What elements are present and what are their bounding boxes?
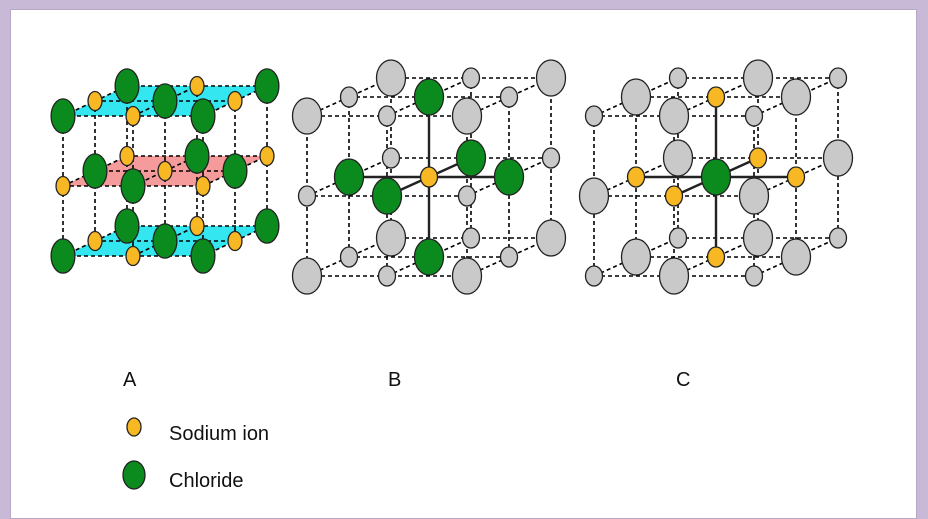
panel-label-c: C: [676, 369, 691, 391]
lattice-ion: [461, 227, 481, 249]
lattice-ion: [461, 67, 481, 89]
lattice-ion: [381, 147, 401, 169]
chloride-icon: [122, 460, 146, 490]
chloride-ion: [254, 208, 280, 244]
panel-label-a: A: [123, 369, 137, 391]
lattice-ion: [584, 265, 604, 287]
lattice-ion: [822, 139, 854, 177]
sodium-ion: [664, 185, 684, 207]
chloride-ion: [333, 158, 365, 196]
lattice-ion: [828, 67, 848, 89]
lattice-ion: [780, 78, 812, 116]
sodium-ion: [119, 145, 135, 167]
lattice-ion: [339, 246, 359, 268]
lattice-ion: [451, 97, 483, 135]
lattice-ion: [578, 177, 610, 215]
lattice-ion: [541, 147, 561, 169]
lattice-ion: [744, 265, 764, 287]
chloride-ion: [82, 153, 108, 189]
sodium-ion: [55, 175, 71, 197]
sodium-ion: [626, 166, 646, 188]
sodium-ion: [157, 160, 173, 182]
ions: [291, 59, 567, 295]
lattice-ion: [780, 238, 812, 276]
lattice-ion: [377, 105, 397, 127]
sodium-ion: [189, 215, 205, 237]
lattice-ion: [662, 139, 694, 177]
legend-chloride-label: Chloride: [169, 470, 244, 492]
panel-label-b: B: [388, 369, 402, 391]
legend-sodium-label: Sodium ion: [169, 423, 270, 445]
sodium-ion: [259, 145, 275, 167]
panel-a-lattice: [50, 68, 280, 274]
sodium-ion: [87, 90, 103, 112]
lattice-ion: [658, 257, 690, 295]
sodium-ion: [786, 166, 806, 188]
lattice-ion: [297, 185, 317, 207]
legend-sodium-swatch: [126, 417, 142, 437]
sodium-ion: [748, 147, 768, 169]
sodium-ion: [87, 230, 103, 252]
chloride-ion: [50, 98, 76, 134]
lattice-ion: [744, 105, 764, 127]
lattice-ion: [620, 238, 652, 276]
chloride-ion: [413, 78, 445, 116]
chloride-ion: [120, 168, 146, 204]
legend-chloride-swatch: [122, 460, 146, 490]
lattice-ion: [535, 59, 567, 97]
chloride-ion: [190, 238, 216, 274]
lattice-ion: [375, 219, 407, 257]
chloride-ion: [190, 98, 216, 134]
nacl-lattice-diagram: [50, 59, 854, 295]
ions: [50, 68, 280, 274]
chloride-ion: [114, 68, 140, 104]
sodium-ion: [189, 75, 205, 97]
chloride-ion: [222, 153, 248, 189]
lattice-ion: [291, 257, 323, 295]
lattice-ion: [535, 219, 567, 257]
chloride-ion: [700, 158, 732, 196]
chloride-ion: [152, 223, 178, 259]
lattice-ion: [620, 78, 652, 116]
sodium-ion: [706, 86, 726, 108]
lattice-ion: [499, 86, 519, 108]
sodium-ion: [419, 166, 439, 188]
chloride-ion: [152, 83, 178, 119]
sodium-ion: [227, 90, 243, 112]
panel-c-lattice: [578, 59, 854, 295]
lattice-ion: [668, 67, 688, 89]
lattice-ion: [457, 185, 477, 207]
lattice-ion: [377, 265, 397, 287]
chloride-ion: [114, 208, 140, 244]
sodium-ion: [195, 175, 211, 197]
chloride-ion: [455, 139, 487, 177]
lattice-ion: [668, 227, 688, 249]
figure-frame: A B C Sodium ion Chloride: [10, 9, 917, 519]
lattice-ion: [828, 227, 848, 249]
chloride-ion: [254, 68, 280, 104]
chloride-ion: [493, 158, 525, 196]
lattice-ion: [499, 246, 519, 268]
lattice-ion: [742, 59, 774, 97]
lattice-ion: [738, 177, 770, 215]
chloride-ion: [413, 238, 445, 276]
sodium-ion: [706, 246, 726, 268]
lattice-ion: [375, 59, 407, 97]
lattice-ion: [339, 86, 359, 108]
lattice-ion: [451, 257, 483, 295]
panel-b-lattice: [291, 59, 567, 295]
chloride-ion: [184, 138, 210, 174]
ions: [578, 59, 854, 295]
lattice-ion: [584, 105, 604, 127]
chloride-ion: [371, 177, 403, 215]
lattice-ion: [742, 219, 774, 257]
sodium-ion: [125, 105, 141, 127]
sodium-icon: [126, 417, 142, 437]
chloride-ion: [50, 238, 76, 274]
sodium-ion: [125, 245, 141, 267]
lattice-ion: [658, 97, 690, 135]
lattice-ion: [291, 97, 323, 135]
sodium-ion: [227, 230, 243, 252]
